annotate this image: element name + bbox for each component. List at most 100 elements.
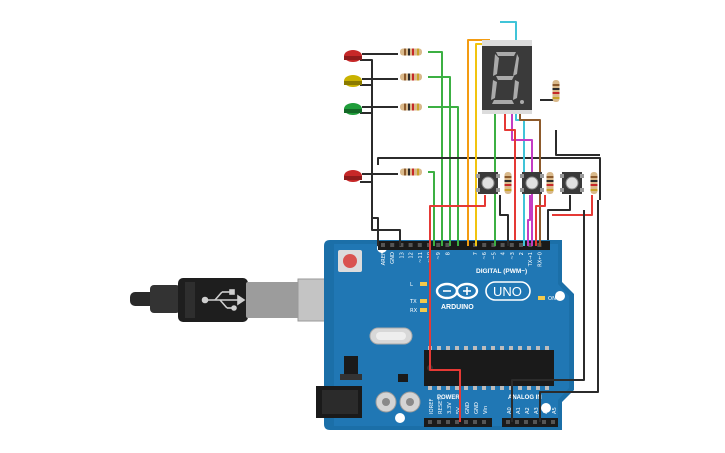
arduino-infinity-logo [435,282,479,300]
power-led [538,296,545,300]
digital-pin-socket[interactable] [417,243,422,247]
small-chip [398,374,408,382]
arduino-brand-label: ARDUINO [441,304,474,311]
digital-header[interactable] [378,241,550,250]
digital-pin-label: RX←0 [537,252,543,267]
wire-btn1-black [499,195,509,246]
wire-led3-to-pin11 [428,106,459,246]
wire-btn1-red [429,195,486,240]
usb-symbol-icon [201,289,246,311]
digital-pin-label: TX→1 [528,252,534,267]
resistor[interactable] [546,172,554,194]
power-pin-socket[interactable] [455,420,459,424]
analog-pin-socket[interactable] [551,420,555,424]
digital-pin-label: AREF [381,252,387,265]
digital-pin-label: 13 [399,252,405,259]
digital-pwm-label: DIGITAL (PWM~) [476,268,527,275]
led-green[interactable] [344,103,362,115]
analog-header[interactable] [502,418,558,427]
digital-pin-label: ~6 [482,252,488,260]
bottom-pin-sockets[interactable] [428,420,555,424]
led-leads [362,53,398,175]
analog-pin-socket[interactable] [515,420,519,424]
digital-pin-label: 12 [409,252,415,259]
analog-pin-socket[interactable] [533,420,537,424]
digital-pin-socket[interactable] [408,243,413,247]
digital-pin-label: 2 [519,252,525,255]
digital-pin-label: ~3 [510,252,516,260]
digital-pin-socket[interactable] [509,243,514,247]
crystal-oscillator [369,327,413,345]
wire-led1-gnd [360,59,401,246]
digital-pin-socket[interactable] [491,243,496,247]
pushbutton-1[interactable] [476,172,500,194]
status-leds: L TX RX [409,282,427,314]
digital-pin-socket[interactable] [519,243,523,247]
digital-pin-socket[interactable] [482,243,487,247]
resistor[interactable] [504,172,512,194]
resistor[interactable] [400,73,422,81]
led-label-l: L [410,282,413,288]
power-pin-socket[interactable] [482,420,486,424]
wire-gnd-black [539,200,599,422]
digital-pin-label: ~5 [491,252,497,260]
digital-pin-socket[interactable] [445,243,450,247]
digital-pin-socket[interactable] [399,243,404,247]
power-pin-socket[interactable] [473,420,477,424]
wire-btn3-black [547,195,571,240]
wire-top-bus [377,157,601,200]
wire-left-black [371,182,379,246]
mount-hole [555,291,565,301]
power-pin-socket[interactable] [446,420,450,424]
seven-segment-display[interactable] [482,40,532,114]
wire-display-red [504,112,516,240]
power-pin-socket[interactable] [437,420,441,424]
resistor[interactable] [400,168,422,176]
power-pin-socket[interactable] [428,420,432,424]
digital-pin-socket[interactable] [528,243,533,247]
atmega-chip [424,346,554,390]
resistor[interactable] [400,103,422,111]
resistor[interactable] [552,80,560,102]
digital-pin-socket[interactable] [381,243,385,247]
digital-pin-label: 7 [473,252,479,255]
resistor[interactable] [400,48,422,56]
led-yellow[interactable] [344,75,362,87]
led-label-rx: RX [410,308,418,314]
reset-button[interactable] [338,250,362,272]
pushbutton-2[interactable] [520,172,544,194]
analog-pin-label: A5 [552,407,558,414]
resistor[interactable] [590,172,598,194]
analog-in-label: ANALOG IN [508,395,542,401]
dc-power-jack[interactable] [316,386,362,418]
digital-pin-socket[interactable] [500,243,505,247]
digital-pin-socket[interactable] [436,243,441,247]
analog-pin-socket[interactable] [524,420,528,424]
wire-led4-to-pin10 [428,171,435,246]
uno-badge: UNO [485,281,531,301]
led-red-2[interactable] [344,170,362,182]
analog-pin-label: A4 [543,406,549,414]
digital-pin-label: ~9 [436,252,442,260]
pushbutton-3[interactable] [560,172,584,194]
wire-btn2-red [535,195,546,246]
digital-pin-socket[interactable] [390,243,395,247]
analog-pin-label: A0 [507,407,513,414]
wire-display-cyan [500,21,525,246]
pushbuttons[interactable] [476,172,584,194]
resistors[interactable] [400,48,598,195]
analog-pin-socket[interactable] [542,420,546,424]
mount-hole [395,413,405,423]
digital-pin-label: GND [390,252,396,264]
led-red-1[interactable] [344,50,362,62]
wire-btn2-purple [527,195,531,246]
on-label: ON [548,296,556,302]
uno-label: UNO [493,284,522,299]
wire-5v-red [429,240,461,422]
mount-hole [541,403,551,413]
analog-pin-socket[interactable] [506,420,510,424]
power-pin-socket[interactable] [464,420,468,424]
